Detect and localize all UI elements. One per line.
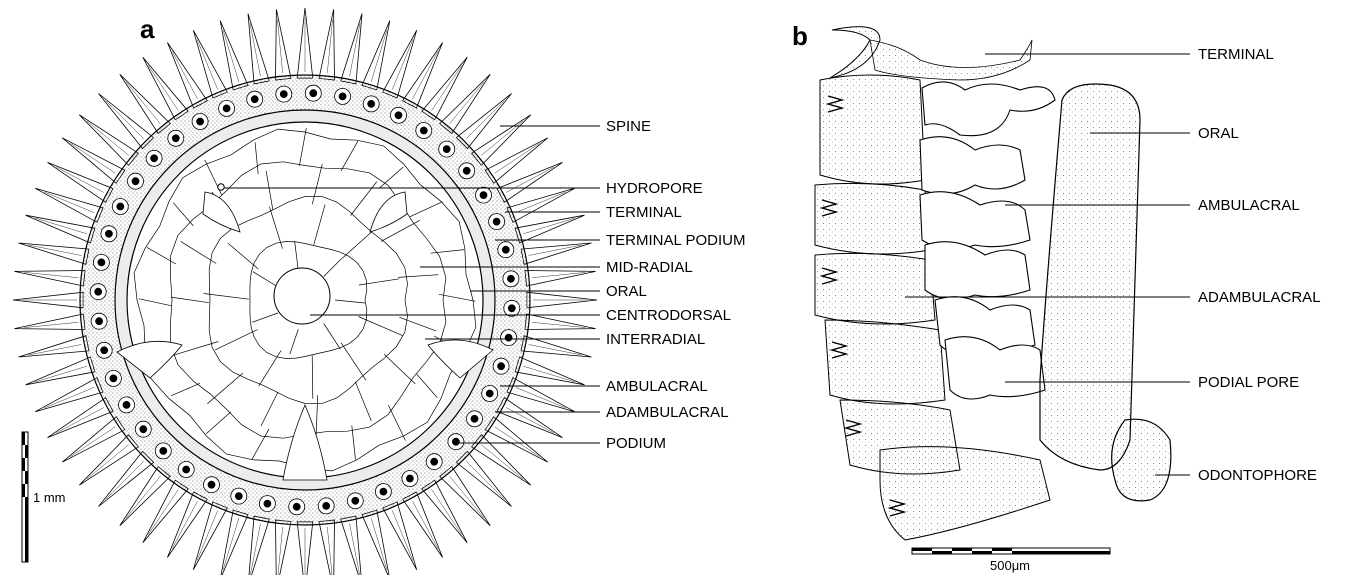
label-mid-radial: MID-RADIAL xyxy=(606,259,693,276)
spine xyxy=(525,271,596,287)
scale-bar-a: 1 mm xyxy=(22,432,66,562)
spine xyxy=(14,271,85,287)
label-b-ambulacral: AMBULACRAL xyxy=(1198,197,1300,214)
spine xyxy=(14,314,85,330)
spine xyxy=(521,243,591,264)
spine xyxy=(19,243,89,264)
odontophore-plate xyxy=(1112,419,1171,501)
scale-bar-b: 500μm xyxy=(912,548,1110,573)
spine xyxy=(341,14,362,84)
spine xyxy=(248,14,269,84)
label-b-odontophore: ODONTOPHORE xyxy=(1198,467,1317,484)
scale-bar-b-label: 500μm xyxy=(990,558,1030,573)
spine xyxy=(515,357,584,385)
label-oral: ORAL xyxy=(606,283,647,300)
label-spine: SPINE xyxy=(606,118,651,135)
spine xyxy=(26,357,95,385)
label-terminal: TERMINAL xyxy=(606,204,682,221)
panel-b: b xyxy=(792,21,1321,573)
label-b-adambulacral: ADAMBULACRAL xyxy=(1198,289,1321,306)
label-ambulacral: AMBULACRAL xyxy=(606,378,708,395)
label-podium: PODIUM xyxy=(606,435,666,452)
label-centrodorsal: CENTRODORSAL xyxy=(606,307,731,324)
spine xyxy=(319,9,335,80)
hydropore-marker xyxy=(218,184,224,190)
label-b-oral: ORAL xyxy=(1198,125,1239,142)
spine xyxy=(319,520,335,575)
spine xyxy=(26,215,95,243)
panel-b-letter: b xyxy=(792,21,808,51)
panel-a: a xyxy=(13,8,745,575)
label-terminal-podium: TERMINAL PODIUM xyxy=(606,232,745,249)
label-b-podial-pore: PODIAL PORE xyxy=(1198,374,1299,391)
label-adambulacral: ADAMBULACRAL xyxy=(606,404,729,421)
spine xyxy=(19,336,89,357)
label-b-terminal: TERMINAL xyxy=(1198,46,1274,63)
spine xyxy=(525,314,596,330)
spine xyxy=(276,9,292,80)
label-interradial: INTERRADIAL xyxy=(606,331,705,348)
spine xyxy=(515,215,584,243)
scale-bar-a-label: 1 mm xyxy=(33,490,66,505)
spine xyxy=(276,520,292,575)
spine xyxy=(220,21,248,90)
spine xyxy=(248,516,269,575)
centrodorsal-plate xyxy=(274,268,330,324)
spine xyxy=(341,516,362,575)
oral-plate xyxy=(1040,84,1140,470)
panel-a-letter: a xyxy=(140,14,155,44)
label-hydropore: HYDROPORE xyxy=(606,180,703,197)
spine xyxy=(362,21,390,90)
